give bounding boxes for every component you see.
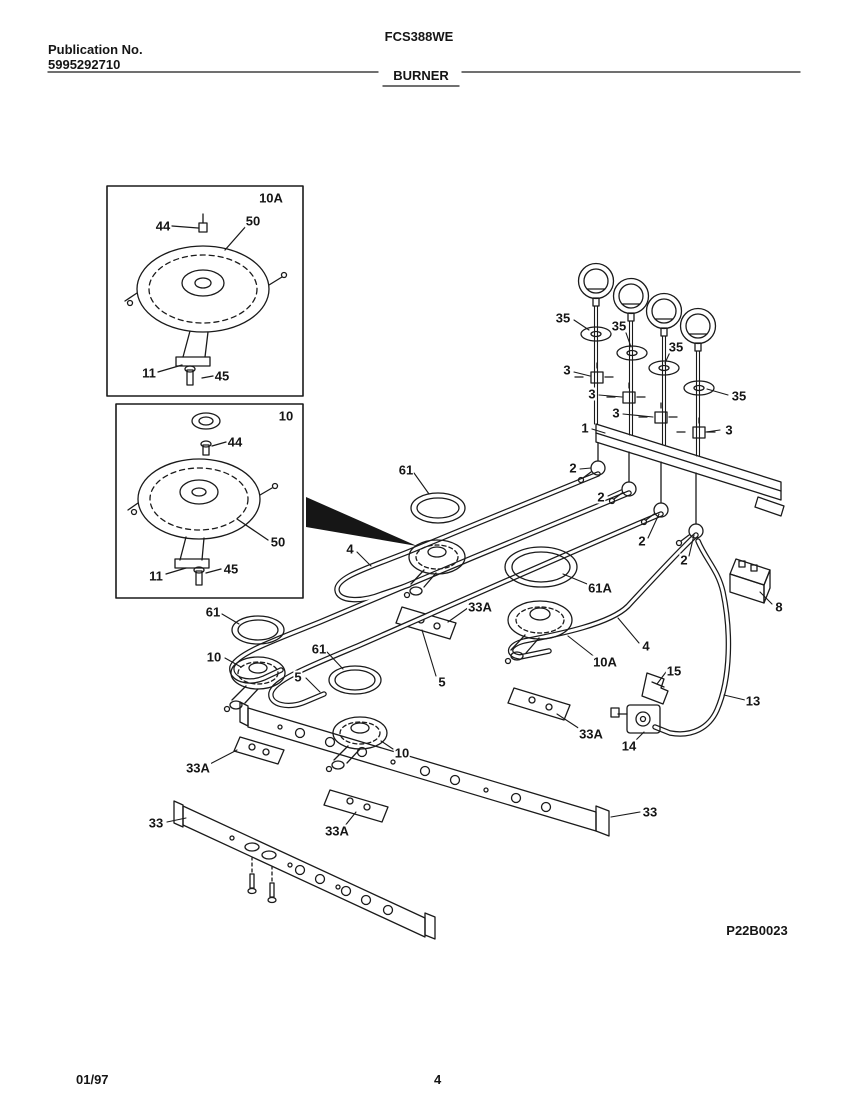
module-box-8 bbox=[729, 558, 771, 604]
knob-stack-1 bbox=[574, 262, 615, 425]
part-callout-14: 14 bbox=[620, 738, 638, 754]
part-callout-45: 45 bbox=[222, 561, 240, 577]
part-callout-4: 4 bbox=[641, 638, 651, 654]
part-callout-13: 13 bbox=[744, 693, 762, 709]
burner-rings bbox=[231, 492, 578, 695]
knob-stack-2 bbox=[606, 277, 650, 436]
knob-stack-3 bbox=[638, 292, 683, 446]
part-callout-50: 50 bbox=[269, 534, 287, 550]
publication-number: 5995292710 bbox=[48, 57, 121, 72]
part-callout-33A: 33A bbox=[578, 726, 604, 742]
leader-lines bbox=[166, 319, 773, 828]
part-callout-61: 61 bbox=[397, 462, 415, 478]
part-callout-10: 10 bbox=[393, 745, 411, 761]
part-callout-10: 10 bbox=[205, 649, 223, 665]
part-callout-61A: 61A bbox=[587, 580, 613, 596]
part-callout-33A: 33A bbox=[324, 823, 350, 839]
part-callout-15: 15 bbox=[665, 663, 683, 679]
part-callout-50: 50 bbox=[244, 213, 262, 229]
rail-33-left bbox=[173, 800, 436, 940]
footer-date: 01/97 bbox=[76, 1072, 109, 1087]
part-callout-8: 8 bbox=[774, 599, 784, 615]
part-callout-5: 5 bbox=[293, 669, 303, 685]
model-number: FCS388WE bbox=[384, 29, 454, 44]
part-callout-11: 11 bbox=[141, 365, 157, 381]
part-callout-4: 4 bbox=[345, 541, 355, 557]
part-callout-45: 45 bbox=[213, 368, 231, 384]
part-callout-3: 3 bbox=[611, 405, 621, 421]
part-callout-33: 33 bbox=[147, 815, 165, 831]
part-callout-35: 35 bbox=[667, 339, 685, 355]
burner-valves bbox=[577, 442, 704, 547]
inset-box-10a bbox=[106, 185, 304, 397]
diagram-code: P22B0023 bbox=[726, 923, 788, 938]
part-callout-44: 44 bbox=[226, 434, 244, 450]
part-callout-44: 44 bbox=[154, 218, 172, 234]
publication-label: Publication No. bbox=[48, 42, 143, 57]
rail-33-right bbox=[239, 701, 610, 837]
part-callout-33: 33 bbox=[641, 804, 659, 820]
part-callout-35: 35 bbox=[730, 388, 748, 404]
part-callout-10A: 10A bbox=[258, 190, 284, 206]
main-burners bbox=[223, 539, 573, 773]
bracket-plates-33a bbox=[233, 606, 571, 823]
part-callout-10: 10 bbox=[277, 408, 295, 424]
manifold-pipe bbox=[595, 423, 785, 517]
knob-stack-4 bbox=[676, 307, 717, 457]
inset-10-burner-art bbox=[127, 412, 279, 586]
part-callout-35: 35 bbox=[554, 310, 572, 326]
part-callout-33A: 33A bbox=[467, 599, 493, 615]
bracket-15 bbox=[641, 672, 669, 705]
part-callout-3: 3 bbox=[724, 422, 734, 438]
section-title: BURNER bbox=[393, 68, 449, 83]
part-callout-2: 2 bbox=[679, 552, 689, 568]
part-callout-2: 2 bbox=[637, 533, 647, 549]
rail-screws bbox=[247, 857, 277, 904]
header-rule bbox=[47, 71, 801, 87]
part-callout-35: 35 bbox=[610, 318, 628, 334]
inset-box-10 bbox=[115, 403, 304, 599]
part-callout-61: 61 bbox=[204, 604, 222, 620]
footer-page-number: 4 bbox=[434, 1072, 442, 1087]
part-callout-1: 1 bbox=[580, 420, 590, 436]
part-callout-3: 3 bbox=[587, 386, 597, 402]
part-callout-2: 2 bbox=[596, 489, 606, 505]
part-callout-33A: 33A bbox=[185, 760, 211, 776]
part-callout-2: 2 bbox=[568, 460, 578, 476]
inset-10a-burner-art bbox=[124, 213, 288, 386]
part-callout-5: 5 bbox=[437, 674, 447, 690]
part-callout-61: 61 bbox=[310, 641, 328, 657]
part-callout-11: 11 bbox=[148, 568, 164, 584]
part-callout-10A: 10A bbox=[592, 654, 618, 670]
detail-arrow bbox=[306, 497, 417, 546]
part-callout-3: 3 bbox=[562, 362, 572, 378]
